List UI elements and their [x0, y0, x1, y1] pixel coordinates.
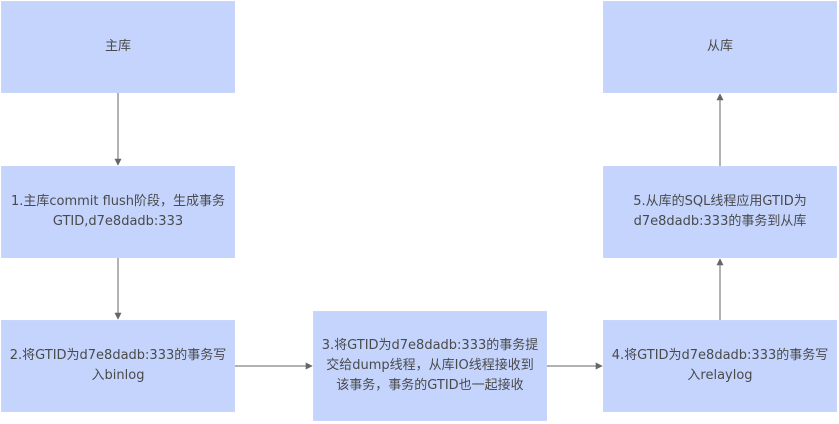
node-slave: 从库	[603, 1, 837, 93]
node-slave-label: 从库	[706, 39, 733, 54]
node-master: 主库	[1, 1, 235, 93]
node-step2: 2.将GTID为d7e8dadb:333的事务写 入binlog	[1, 320, 235, 412]
node-step3: 3.将GTID为d7e8dadb:333的事务提 交给dump线程，从库IO线程…	[313, 311, 547, 421]
node-step2-label: 2.将GTID为d7e8dadb:333的事务写 入binlog	[9, 348, 227, 383]
node-step1: 1.主库commit flush阶段，生成事务 GTID,d7e8dadb:33…	[1, 166, 235, 258]
node-step1-label: 1.主库commit flush阶段，生成事务 GTID,d7e8dadb:33…	[10, 194, 226, 229]
node-master-label: 主库	[104, 39, 131, 54]
node-step5-label: 5.从库的SQL线程应用GTID为 d7e8dadb:333的事务到从库	[633, 194, 807, 229]
node-step4-label: 4.将GTID为d7e8dadb:333的事务写 入relaylog	[611, 348, 829, 383]
node-step5: 5.从库的SQL线程应用GTID为 d7e8dadb:333的事务到从库	[603, 166, 837, 258]
node-step4: 4.将GTID为d7e8dadb:333的事务写 入relaylog	[603, 320, 837, 412]
node-step3-label: 3.将GTID为d7e8dadb:333的事务提 交给dump线程，从库IO线程…	[321, 338, 539, 393]
